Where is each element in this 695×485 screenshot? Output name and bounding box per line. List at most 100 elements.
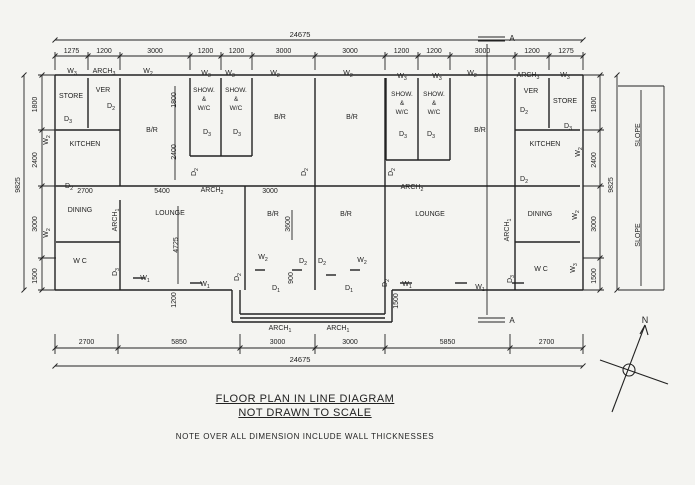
room-label-shower-wc: SHOW.: [423, 91, 445, 98]
window-label-w1: W1: [475, 284, 485, 293]
interior-dimension: 4725: [173, 237, 180, 253]
top-dimension-label: 1200: [198, 48, 214, 55]
top-dimension-label: 1275: [64, 48, 80, 55]
window-label-w1: W1: [402, 281, 412, 290]
room-label-wc: W C: [73, 258, 87, 265]
door-label-d3: D3: [427, 131, 435, 140]
arch-label-arch3: ARCH3: [93, 68, 116, 77]
bottom-dimension-label: 5850: [171, 339, 187, 346]
drawing-subtitle: NOT DRAWN TO SCALE: [238, 407, 372, 419]
right-dimension-label: 3000: [591, 216, 598, 232]
window-label-w3: W3: [201, 70, 211, 79]
door-label-d2: D2: [388, 168, 397, 176]
door-label-d2: D2: [301, 168, 310, 176]
interior-dimension: 2400: [171, 144, 178, 160]
interior-dimension: 3000: [262, 188, 278, 195]
section-mark-top: A: [509, 34, 515, 43]
door-label-d2: D2: [520, 107, 528, 116]
room-label-shower-wc: W/C: [428, 109, 441, 116]
room-label-dining: DINING: [528, 211, 553, 218]
top-dimension-label: 3000: [276, 48, 292, 55]
door-label-d3: D3: [507, 275, 516, 283]
room-label-br: B/R: [340, 211, 352, 218]
window-label-w3: W3: [432, 73, 442, 82]
top-dimension-label: 1275: [558, 48, 574, 55]
arch-label-arch2: ARCH2: [401, 184, 424, 193]
window-label-w3: W3: [560, 72, 570, 81]
arch-label-arch1: ARCH1: [327, 325, 350, 334]
arch-label-arch1: ARCH1: [112, 209, 121, 232]
door-label-d2: D2: [65, 183, 73, 192]
door-label-d2: D2: [191, 168, 200, 176]
window-label-w2: W2: [575, 147, 584, 157]
slope-label: SLOPE: [635, 223, 642, 247]
arch-label-arch3: ARCH3: [517, 72, 540, 81]
bottom-dimension-label: 2700: [539, 339, 555, 346]
compass-axis-line: [611, 324, 646, 413]
room-label-shower-wc: W/C: [198, 105, 211, 112]
drawing-note: NOTE OVER ALL DIMENSION INCLUDE WALL THI…: [175, 432, 435, 441]
dimension-tick: [614, 72, 620, 78]
interior-dimension: 900: [288, 272, 295, 284]
window-label-w2: W2: [343, 70, 353, 79]
dimension-tick: [580, 363, 586, 369]
bottom-dimension-label: 5850: [440, 339, 456, 346]
top-dimension-label: 1200: [524, 48, 540, 55]
room-label-dining: DINING: [68, 207, 93, 214]
room-label-br: B/R: [274, 114, 286, 121]
compass-arrowhead: [644, 324, 649, 336]
window-label-w3: W3: [397, 73, 407, 82]
room-label-shower-wc: W/C: [396, 109, 409, 116]
section-mark-bottom: A: [509, 316, 515, 325]
door-label-d2: D2: [318, 258, 326, 267]
door-label-d2: D2: [107, 103, 115, 112]
slope-label: SLOPE: [635, 123, 642, 147]
room-label-shower-wc: SHOW.: [225, 87, 247, 94]
door-label-d3: D3: [112, 268, 121, 276]
window-label-w1: W1: [140, 275, 150, 284]
window-label-w2: W2: [43, 135, 52, 145]
interior-dimension: 1200: [171, 292, 178, 308]
door-label-d2: D2: [382, 279, 391, 287]
room-label-lounge: LOUNGE: [155, 210, 185, 217]
overall-dimension-top: 24675: [290, 30, 311, 39]
top-dimension-label: 1200: [229, 48, 245, 55]
door-label-d3: D3: [203, 129, 211, 138]
room-label-shower-wc: &: [202, 96, 207, 103]
room-label-ver: VER: [524, 88, 538, 95]
door-label-d1: D1: [272, 285, 280, 294]
window-label-w2: W2: [43, 228, 52, 238]
room-label-kitchen: KITCHEN: [70, 141, 101, 148]
room-label-br: B/R: [346, 114, 358, 121]
overall-dimension-bottom: 24675: [290, 355, 311, 364]
room-label-store: STORE: [553, 98, 577, 105]
interior-dimension: 2700: [77, 188, 93, 195]
interior-dimension: 3600: [285, 216, 292, 232]
right-dimension-label: 1500: [591, 268, 598, 284]
arch-label-arch1: ARCH1: [269, 325, 292, 334]
left-dimension-label: 1500: [32, 268, 39, 284]
door-label-d1: D1: [345, 285, 353, 294]
bottom-dimension-label: 2700: [79, 339, 95, 346]
interior-dimension: 1800: [171, 92, 178, 108]
right-dimension-label: 2400: [591, 152, 598, 168]
room-label-br: B/R: [267, 211, 279, 218]
bottom-dimension-label: 3000: [270, 339, 286, 346]
window-label-w2: W2: [258, 254, 268, 263]
window-label-w2: W2: [467, 70, 477, 79]
room-label-br: B/R: [474, 127, 486, 134]
left-dimension-label: 2400: [32, 152, 39, 168]
north-compass: [599, 324, 669, 413]
arch-label-arch2: ARCH2: [201, 187, 224, 196]
door-label-d2: D2: [234, 273, 243, 281]
interior-dimension: 1500: [393, 293, 400, 309]
room-label-shower-wc: &: [234, 96, 239, 103]
door-label-d3: D3: [233, 129, 241, 138]
room-label-wc: W C: [534, 266, 548, 273]
left-dimension-label: 3000: [32, 216, 39, 232]
window-label-w2: W2: [143, 68, 153, 77]
dimension-tick: [52, 363, 58, 369]
left-total-dimension: 9825: [15, 177, 22, 193]
